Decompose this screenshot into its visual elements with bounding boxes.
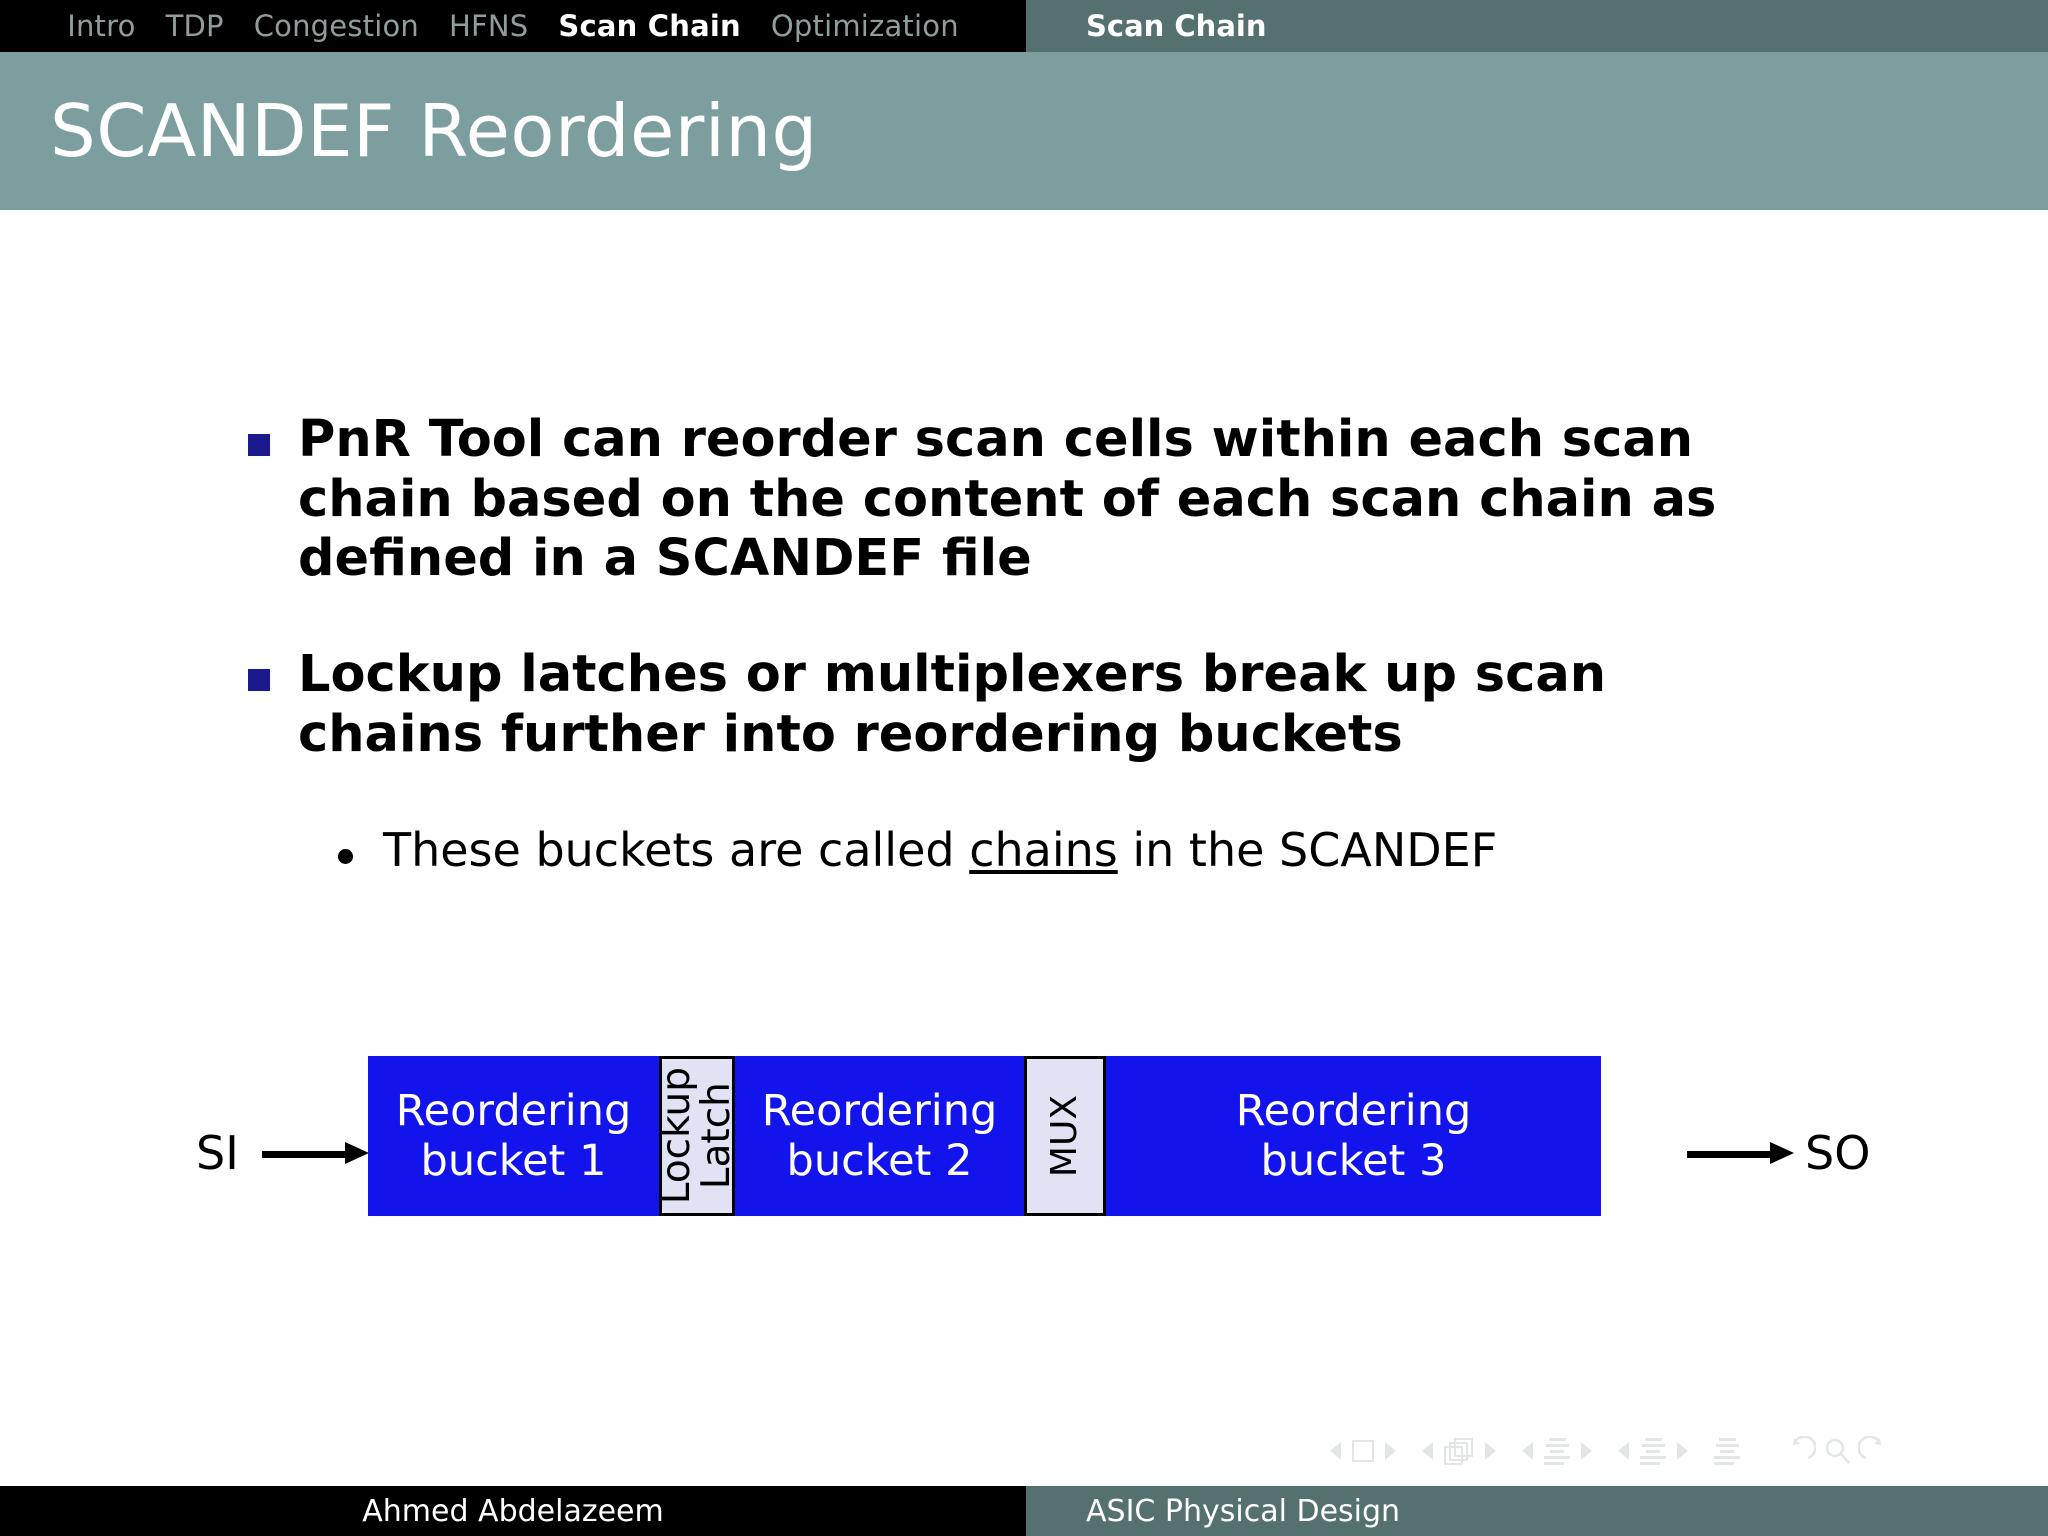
square-bullet-icon: [248, 669, 270, 691]
previous-subsection-icon[interactable]: [1522, 1442, 1533, 1460]
previous-slide-icon[interactable]: [1330, 1442, 1341, 1460]
slide-navigation-group: [1330, 1440, 1396, 1462]
nav-item-congestion[interactable]: Congestion: [253, 9, 419, 43]
bucket-line-2: bucket 2: [786, 1136, 973, 1186]
bucket-line-1: Reordering: [761, 1085, 998, 1136]
footer-talk-section: ASIC Physical Design: [1026, 1486, 2048, 1536]
sub-bullet-text-after: in the SCANDEF: [1117, 823, 1498, 877]
next-frame-icon[interactable]: [1485, 1442, 1496, 1460]
sub-bullet-text: These buckets are called chains in the S…: [383, 823, 1497, 878]
previous-section-icon[interactable]: [1618, 1442, 1629, 1460]
scan-output-arrow-icon: [1687, 1142, 1794, 1164]
mux-box: MUX: [1024, 1056, 1106, 1216]
nav-item-intro[interactable]: Intro: [67, 9, 136, 43]
next-subsection-icon[interactable]: [1581, 1442, 1592, 1460]
section-navigation-group: [1618, 1437, 1688, 1465]
nav-item-hfns[interactable]: HFNS: [448, 9, 529, 43]
document-icon[interactable]: [1714, 1437, 1740, 1465]
dot-bullet-icon: [338, 849, 353, 864]
footer-talk-label: ASIC Physical Design: [1086, 1493, 1401, 1529]
nav-item-optimization[interactable]: Optimization: [770, 9, 959, 43]
footer-author-label: Ahmed Abdelazeem: [362, 1493, 664, 1529]
bucket-line-1: Reordering: [1235, 1085, 1472, 1136]
misc-navigation-group: [1782, 1436, 1892, 1466]
scan-input-arrow-icon: [262, 1142, 369, 1164]
arrow-line: [262, 1151, 348, 1158]
arrow-head: [1770, 1142, 1794, 1164]
next-section-icon[interactable]: [1677, 1442, 1688, 1460]
current-slide-icon[interactable]: [1352, 1440, 1374, 1462]
scan-input-label: SI: [196, 1126, 239, 1180]
top-navigation-bar: Intro TDP Congestion HFNS Scan Chain Opt…: [0, 0, 2048, 52]
footer-bar: Ahmed Abdelazeem ASIC Physical Design: [0, 1486, 2048, 1536]
bucket-line-2: bucket 1: [420, 1136, 607, 1186]
document-navigation-group: [1714, 1437, 1740, 1465]
title-band: SCANDEF Reordering: [0, 52, 2048, 210]
bullet-text: Lockup latches or multiplexers break up …: [298, 645, 1607, 764]
forward-icon[interactable]: [1858, 1436, 1892, 1466]
search-icon[interactable]: [1822, 1436, 1852, 1466]
arrow-line: [1687, 1151, 1773, 1158]
subsection-navigation-group: [1522, 1437, 1592, 1465]
bucket-line-1: Reordering: [395, 1085, 632, 1136]
subsection-icon[interactable]: [1544, 1437, 1570, 1465]
lockup-latch-line-1: Lockup: [654, 1067, 700, 1205]
scan-output-label: SO: [1805, 1126, 1871, 1180]
previous-frame-icon[interactable]: [1422, 1442, 1433, 1460]
frames-stack-icon[interactable]: [1444, 1438, 1474, 1465]
reordering-bucket-1: Reordering bucket 1: [368, 1056, 659, 1216]
reordering-bucket-2: Reordering bucket 2: [735, 1056, 1024, 1216]
bucket-line-2: bucket 3: [1260, 1136, 1447, 1186]
lockup-latch-line-2: Latch: [694, 1082, 739, 1190]
bullet-item: PnR Tool can reorder scan cells within e…: [248, 410, 1768, 589]
bullet-item: Lockup latches or multiplexers break up …: [248, 645, 1678, 764]
mux-label: MUX: [1043, 1094, 1085, 1178]
slide-content: PnR Tool can reorder scan cells within e…: [0, 210, 2048, 1480]
beamer-navigation-symbols: [1330, 1428, 2030, 1474]
nav-item-tdp[interactable]: TDP: [165, 9, 224, 43]
nav-item-scan-chain[interactable]: Scan Chain: [558, 9, 741, 43]
arrow-head: [345, 1142, 369, 1164]
section-icon[interactable]: [1640, 1437, 1666, 1465]
sub-bullet-item: These buckets are called chains in the S…: [338, 823, 1497, 878]
page-title: SCANDEF Reordering: [50, 89, 818, 173]
reordering-bucket-3: Reordering bucket 3: [1106, 1056, 1601, 1216]
nav-subsection-bar: Scan Chain: [1026, 0, 2048, 52]
footer-author-section: Ahmed Abdelazeem: [0, 1486, 1026, 1536]
sub-bullet-emphasis: chains: [969, 823, 1118, 877]
nav-section-list: Intro TDP Congestion HFNS Scan Chain Opt…: [0, 0, 1026, 52]
nav-subsection-label: Scan Chain: [1086, 9, 1267, 43]
square-bullet-icon: [248, 434, 270, 456]
frame-navigation-group: [1422, 1438, 1496, 1465]
next-slide-icon[interactable]: [1385, 1442, 1396, 1460]
back-icon[interactable]: [1782, 1436, 1816, 1466]
bullet-text: PnR Tool can reorder scan cells within e…: [298, 410, 1717, 589]
sub-bullet-text-before: These buckets are called: [383, 823, 970, 877]
